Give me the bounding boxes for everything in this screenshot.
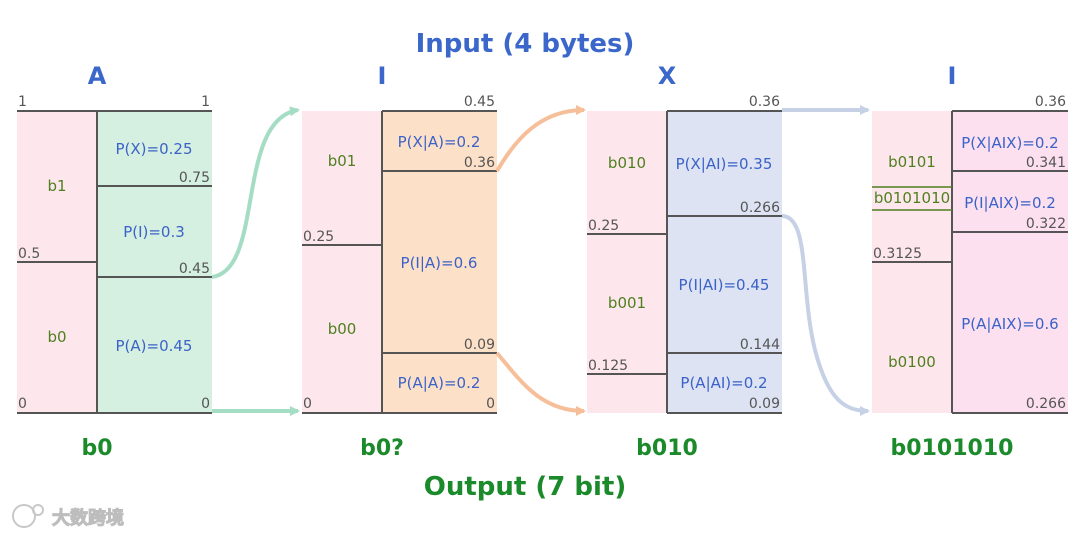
stage-2-binary-1-value: 0.25: [303, 229, 334, 245]
stage-2-prob-2-lower: 0.09: [464, 337, 495, 353]
arrow-3-bottom: [781, 214, 870, 416]
stage-1-output: b0: [81, 436, 112, 461]
stage-2-prob-panel: [382, 111, 497, 413]
stage-2-prob-1-lower: 0.36: [464, 155, 495, 171]
stage-2-prob-1-label: P(X|A)=0.2: [398, 133, 481, 151]
stage-1-binary-1-label: b1: [47, 177, 66, 195]
stage-1-prob-1-label: P(X)=0.25: [116, 140, 193, 158]
watermark-logo-icon: [12, 504, 36, 528]
input-title: Input (4 bytes): [416, 29, 635, 59]
stage-3: X 0.36 0.09 b010 0.25 b001 0.125 P(X|AI)…: [587, 62, 782, 461]
arrow-1-top: [211, 106, 300, 279]
stage-4-binary-1-label: b0101: [888, 153, 936, 171]
stage-2-binary-panel: [302, 111, 382, 413]
arrow-2-bottom: [495, 351, 586, 416]
stage-2-right-bottom: 0: [486, 396, 495, 412]
stage-2-binary-1-label: b01: [328, 152, 357, 170]
arrow-2-top: [495, 105, 586, 173]
stage-1-prob-2-lower: 0.45: [179, 261, 210, 277]
stage-3-right-top: 0.36: [749, 94, 780, 110]
stage-3-prob-panel: [667, 111, 782, 413]
stage-1-prob-3-label: P(A)=0.45: [116, 337, 193, 355]
stage-4-prob-2-label: P(I|AIX)=0.2: [964, 194, 1056, 212]
stage-4-binary-3-label: b0100: [888, 353, 936, 371]
stage-3-binary-1-label: b010: [608, 154, 646, 172]
stage-1-right-top: 1: [201, 94, 210, 110]
stage-4-symbol: I: [948, 62, 957, 90]
stage-3-prob-2-lower: 0.144: [740, 337, 780, 353]
watermark: 大数跨境: [12, 504, 125, 530]
watermark-text: 大数跨境: [52, 507, 124, 529]
stage-4-prob-1-label: P(X|AIX)=0.2: [961, 134, 1058, 152]
stage-4-binary-2-label: b0101010: [874, 189, 950, 207]
watermark-logo-dot-icon: [32, 504, 44, 516]
stage-3-prob-1-label: P(X|AI)=0.35: [676, 155, 773, 173]
stage-3-binary-2-label: b001: [608, 294, 646, 312]
stage-3-output: b010: [636, 436, 698, 461]
stage-4-prob-3-label: P(A|AIX)=0.6: [961, 315, 1058, 333]
stage-4-right-bottom: 0.266: [1026, 396, 1066, 412]
stage-1-left-top: 1: [18, 94, 27, 110]
stage-1-prob-2-label: P(I)=0.3: [123, 223, 185, 241]
stage-2-right-top: 0.45: [464, 94, 495, 110]
stage-3-binary-panel: [587, 111, 667, 413]
stage-4-prob-1-lower: 0.341: [1026, 155, 1066, 171]
stage-4-right-top: 0.36: [1035, 94, 1066, 110]
stage-2-prob-2-label: P(I|A)=0.6: [401, 254, 478, 272]
stage-2-left-bottom: 0: [303, 396, 312, 412]
output-title: Output (7 bit): [424, 472, 627, 502]
stage-4-prob-panel: [952, 111, 1068, 413]
stage-2: I 0 0.45 0 b01 0.25 b00 P(X|A)=0.2 0.36 …: [302, 62, 497, 461]
stage-2-prob-3-label: P(A|A)=0.2: [398, 374, 481, 392]
stage-1-binary-2-label: b0: [47, 328, 66, 346]
stage-1-prob-panel: [97, 111, 212, 413]
stage-4-binary-2-value: 0.3125: [873, 246, 922, 262]
stage-2-output: b0?: [360, 436, 404, 461]
stage-1: A 1 0 1 0 b1 0.5 b0 P(X)=0.25 0.75 P(I)=…: [17, 62, 212, 461]
stage-3-symbol: X: [658, 62, 677, 90]
stage-4-output: b0101010: [891, 436, 1014, 461]
stage-4-prob-2-lower: 0.322: [1026, 216, 1066, 232]
stage-2-symbol: I: [378, 62, 387, 90]
stage-3-prob-1-lower: 0.266: [740, 200, 780, 216]
stage-1-left-bottom: 0: [18, 396, 27, 412]
stage-3-right-bottom: 0.09: [749, 396, 780, 412]
stage-1-symbol: A: [88, 62, 107, 90]
stage-1-prob-1-lower: 0.75: [179, 170, 210, 186]
stage-3-prob-3-label: P(A|AI)=0.2: [680, 374, 767, 392]
stage-1-binary-1-value: 0.5: [18, 246, 40, 262]
stage-2-binary-2-label: b00: [328, 320, 357, 338]
stage-3-binary-2-value: 0.125: [588, 358, 628, 374]
stage-4: I 0.36 0.266 b0101 b0101010 0.3125 b0100…: [872, 62, 1068, 461]
stage-1-right-bottom: 0: [201, 396, 210, 412]
stage-3-binary-1-value: 0.25: [588, 218, 619, 234]
stage-3-prob-2-label: P(I|AI)=0.45: [679, 276, 770, 294]
